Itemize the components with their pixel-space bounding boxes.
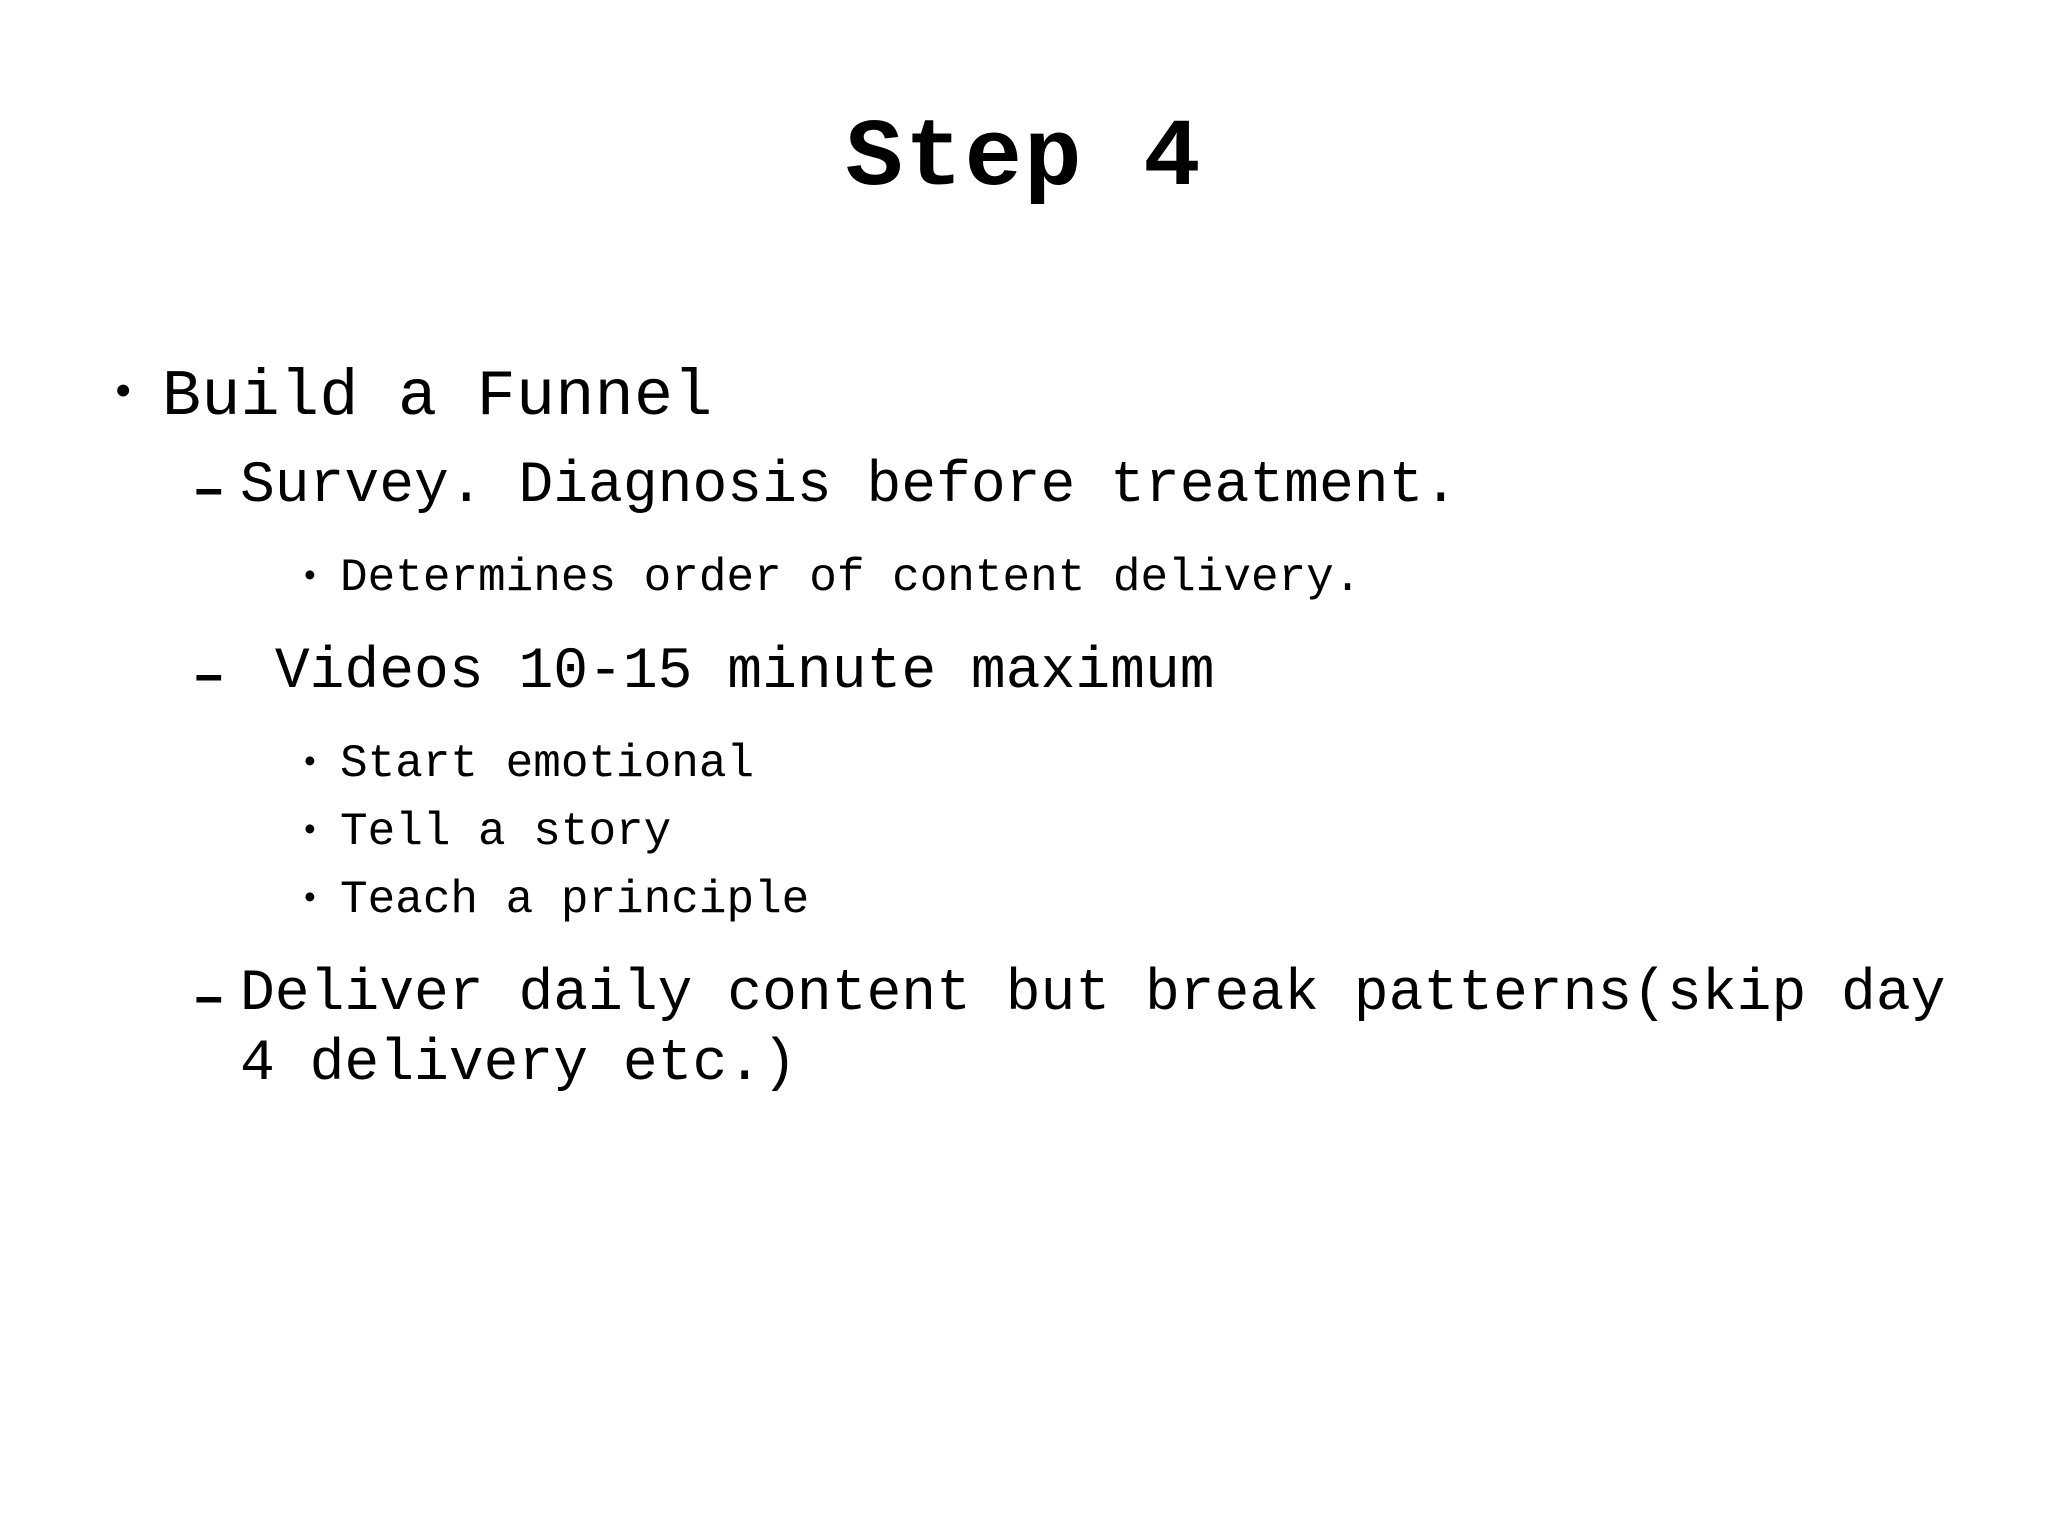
bullet-marker-dot-icon: •	[110, 369, 137, 419]
bullet-text: Survey. Diagnosis before treatment.	[240, 454, 1459, 519]
bullet-item-deliver-daily-content: – Deliver daily content but break patter…	[192, 960, 1990, 1100]
slide-title: Step 4	[845, 104, 1203, 213]
bullet-text: Tell a story	[340, 806, 672, 858]
bullet-text: Determines order of content delivery.	[340, 552, 1362, 604]
bullet-marker-dot-icon: •	[300, 881, 320, 918]
bullet-item-survey-diagnosis: – Survey. Diagnosis before treatment.	[192, 452, 1990, 530]
bullet-text: Deliver daily content but break patterns…	[240, 962, 1981, 1097]
bullet-marker-dot-icon: •	[300, 559, 320, 596]
bullet-marker-dot-icon: •	[300, 813, 320, 850]
bullet-item-determines-order: • Determines order of content delivery.	[300, 548, 1990, 608]
bullet-text: Videos 10-15 minute maximum	[240, 640, 1215, 705]
bullet-item-teach-a-principle: • Teach a principle	[300, 870, 1990, 930]
bullet-marker-dash-icon: –	[192, 459, 226, 523]
bullet-item-tell-a-story: • Tell a story	[300, 802, 1990, 862]
bullet-item-start-emotional: • Start emotional	[300, 734, 1990, 794]
bullet-item-build-a-funnel: • Build a Funnel	[110, 360, 1990, 434]
bullet-text: Teach a principle	[340, 874, 810, 926]
bullet-marker-dash-icon: –	[192, 645, 226, 709]
slide-body-content: • Build a Funnel – Survey. Diagnosis bef…	[110, 360, 1990, 1102]
bullet-text: Build a Funnel	[162, 360, 713, 434]
bullet-marker-dash-icon: –	[192, 967, 226, 1031]
bullet-item-videos-length: – Videos 10-15 minute maximum	[192, 638, 1990, 716]
bullet-text: Start emotional	[340, 738, 755, 790]
bullet-marker-dot-icon: •	[300, 745, 320, 782]
